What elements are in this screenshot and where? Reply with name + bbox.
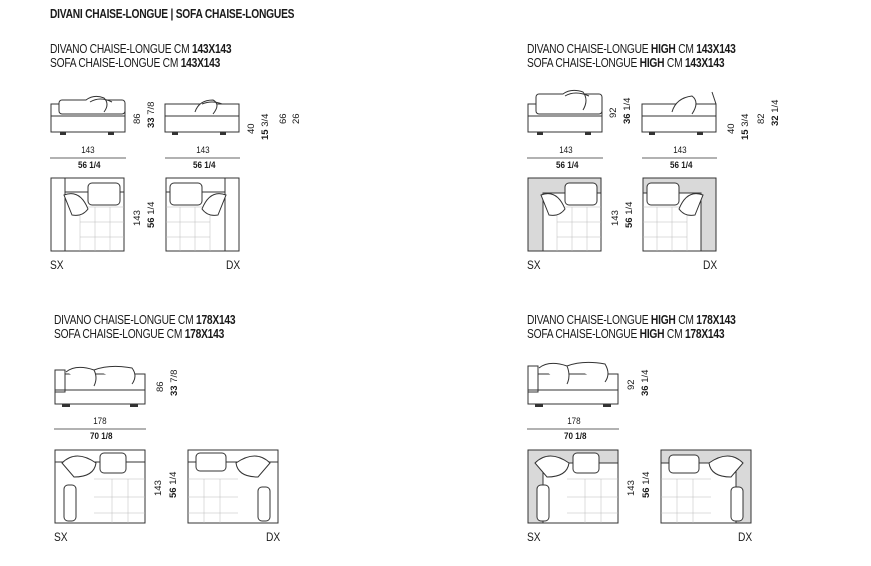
block-2-plan-views [54, 449, 279, 524]
block-0-depth-cm: 143 [132, 210, 143, 226]
block-0-seat-cm: 40 [246, 123, 257, 134]
block-1-depth-in: 56 1/4 [624, 201, 635, 228]
block-0-width-cm-a: 143 [81, 145, 95, 156]
block-1-arm-cm: 82 [756, 113, 767, 124]
block-2-depth-cm: 143 [153, 480, 164, 496]
block-3-width-in: 70 1/8 [563, 431, 587, 442]
block-1-depth-cm: 143 [610, 210, 621, 226]
block-3-plan-views [527, 449, 752, 524]
block-0-plan-views [50, 177, 240, 252]
block-0-height-cm: 86 [132, 113, 143, 124]
page-title: DIVANI CHAISE-LONGUE | SOFA CHAISE-LONGU… [50, 7, 295, 21]
block-3-depth-cm: 143 [626, 480, 637, 496]
block-1-label-dx: DX [703, 258, 718, 272]
block-2-front-view [54, 365, 146, 407]
block-3-label-sx: SX [527, 530, 541, 544]
block-0-arm-in: 26 [291, 113, 302, 124]
block-3-heading-1: DIVANO CHAISE-LONGUE HIGH CM 178X143 [527, 313, 736, 327]
block-1-width-in-b: 56 1/4 [669, 160, 693, 171]
block-3-width-line [527, 428, 619, 430]
block-2-width-line [54, 428, 146, 430]
block-0-front-views [50, 95, 240, 135]
block-2-heading-1: DIVANO CHAISE-LONGUE CM 178X143 [54, 313, 236, 327]
block-0-width-in-a: 56 1/4 [77, 160, 101, 171]
block-2-heading-2: SOFA CHAISE-LONGUE CM 178X143 [54, 327, 225, 341]
block-0-label-sx: SX [50, 258, 64, 272]
block-0-arm-cm: 66 [278, 113, 289, 124]
block-1-height-cm: 92 [608, 107, 619, 118]
block-1-width-in-a: 56 1/4 [555, 160, 579, 171]
block-2-depth-in: 56 1/4 [168, 471, 179, 498]
block-1-width-lines [527, 157, 717, 159]
block-3-heading-2: SOFA CHAISE-LONGUE HIGH CM 178X143 [527, 327, 725, 341]
block-1-heading-1: DIVANO CHAISE-LONGUE HIGH CM 143X143 [527, 42, 736, 56]
block-2-label-dx: DX [266, 530, 281, 544]
block-0-heading-1: DIVANO CHAISE-LONGUE CM 143X143 [50, 42, 232, 56]
block-0-width-cm-b: 143 [196, 145, 210, 156]
block-0-heading-2: SOFA CHAISE-LONGUE CM 143X143 [50, 56, 221, 70]
block-3-front-view [527, 361, 619, 407]
block-0-label-dx: DX [226, 258, 241, 272]
block-3-height-cm: 92 [626, 379, 637, 390]
block-1-front-views [527, 89, 717, 135]
block-1-height-in: 36 1/4 [622, 97, 633, 124]
block-1-heading-2: SOFA CHAISE-LONGUE HIGH CM 143X143 [527, 56, 725, 70]
block-3-depth-in: 56 1/4 [641, 471, 652, 498]
block-3-width-cm: 178 [567, 416, 581, 427]
block-0-height-in: 33 7/8 [146, 101, 157, 128]
block-2-height-in: 33 7/8 [169, 369, 180, 396]
block-1-seat-in: 15 3/4 [740, 113, 751, 140]
block-2-height-cm: 86 [155, 381, 166, 392]
block-1-label-sx: SX [527, 258, 541, 272]
block-1-width-cm-b: 143 [673, 145, 687, 156]
block-3-label-dx: DX [738, 530, 753, 544]
block-0-width-in-b: 56 1/4 [192, 160, 216, 171]
block-2-width-in: 70 1/8 [89, 431, 113, 442]
block-3-height-in: 36 1/4 [640, 369, 651, 396]
block-2-label-sx: SX [54, 530, 68, 544]
block-1-width-cm-a: 143 [559, 145, 573, 156]
block-1-plan-views [527, 177, 717, 252]
block-1-seat-cm: 40 [726, 123, 737, 134]
block-2-width-cm: 178 [93, 416, 107, 427]
block-0-seat-in: 15 3/4 [260, 113, 271, 140]
block-1-arm-in: 32 1/4 [770, 99, 781, 126]
block-0-width-lines [50, 157, 240, 159]
block-0-depth-in: 56 1/4 [146, 201, 157, 228]
